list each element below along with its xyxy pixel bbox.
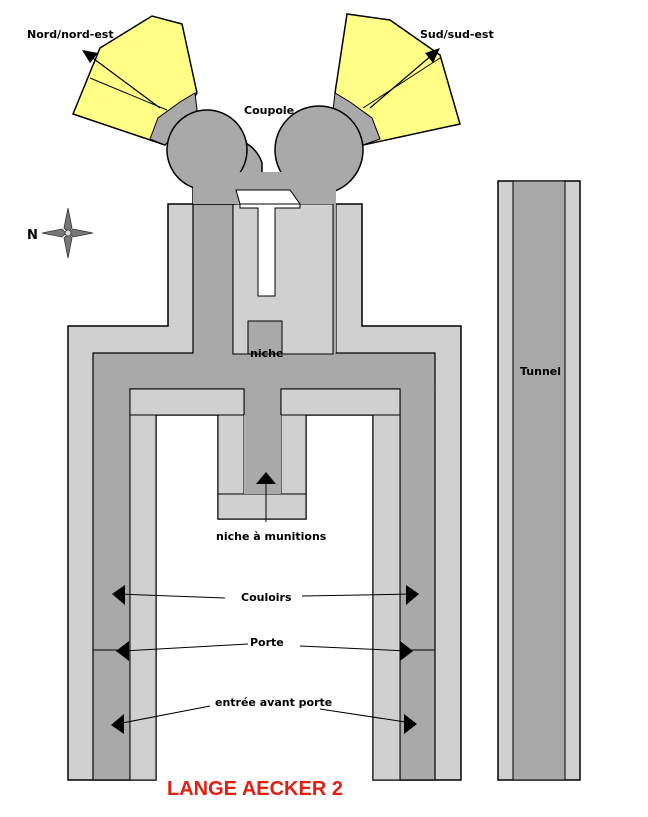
arrow-icon — [256, 472, 276, 522]
tunnel — [497, 180, 581, 781]
arrow-icon — [112, 585, 226, 605]
label-door: Porte — [250, 636, 284, 649]
inner-corridor — [92, 189, 436, 781]
label-corridors: Couloirs — [241, 591, 292, 604]
arrow-icon — [111, 705, 211, 734]
label-south-southeast: Sud/sud-est — [420, 28, 494, 41]
label-north-marker: N — [27, 228, 38, 243]
firing-sector-left — [72, 15, 198, 146]
page-title: LANGE AECKER 2 — [167, 778, 343, 800]
arrow-icon — [299, 641, 413, 661]
arrow-icon — [319, 708, 417, 734]
arrow-icon — [116, 641, 249, 661]
cupola — [166, 105, 364, 205]
label-niche: niche — [250, 347, 283, 360]
arrow-icon — [301, 585, 419, 605]
compass-rose-icon — [41, 207, 94, 259]
label-cupola: Coupole — [244, 104, 294, 117]
arrow-icon — [369, 48, 440, 109]
label-north-northeast: Nord/nord-est — [27, 28, 114, 41]
arrow-icon — [82, 50, 161, 109]
label-entrance-before-door: entrée avant porte — [215, 696, 332, 709]
label-tunnel: Tunnel — [520, 365, 561, 378]
label-ammo-niche: niche à munitions — [216, 530, 327, 543]
